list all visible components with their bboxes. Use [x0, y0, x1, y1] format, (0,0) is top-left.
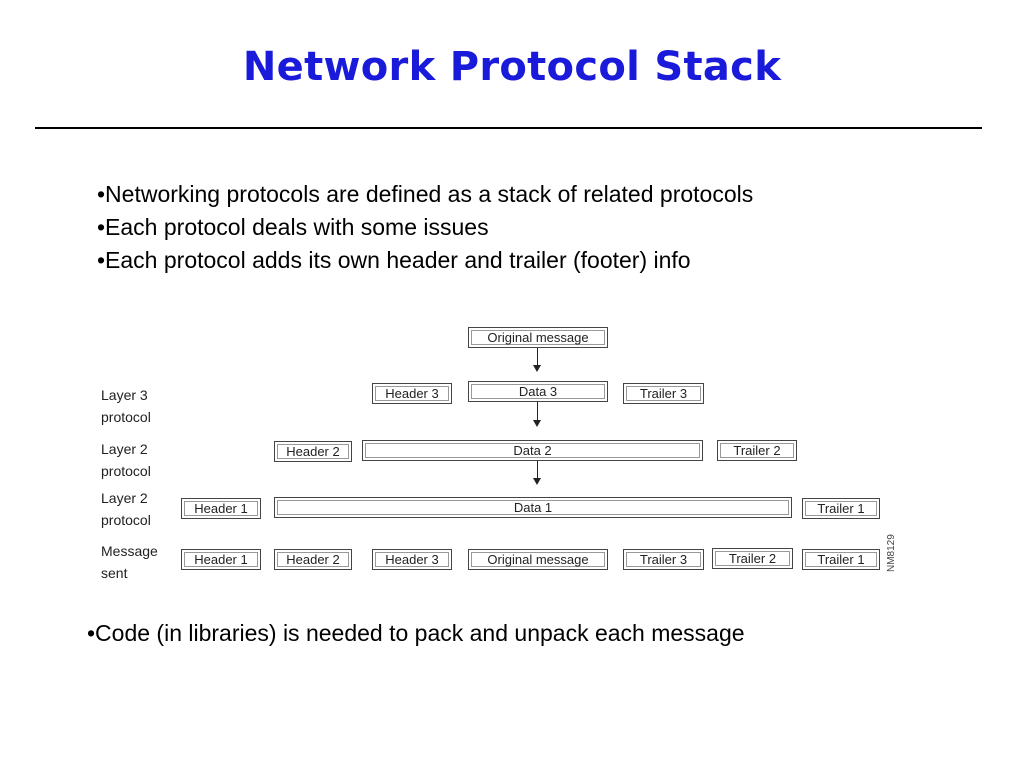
sent-header3-box: Header 3	[372, 549, 452, 570]
layer1-label-line2: protocol	[101, 512, 151, 528]
layer1-header-box: Header 1	[181, 498, 261, 519]
message-sent-label-line1: Message	[101, 543, 158, 559]
sent-header1-box: Header 1	[181, 549, 261, 570]
layer2-data-box: Data 2	[362, 440, 703, 461]
arrow-down-icon	[533, 478, 541, 485]
bullet-list: •Networking protocols are defined as a s…	[97, 178, 753, 277]
bottom-bullet: •Code (in libraries) is needed to pack a…	[87, 620, 745, 646]
original-message-box: Original message	[468, 327, 608, 348]
layer1-label-line1: Layer 2	[101, 490, 148, 506]
arrow-line	[537, 348, 538, 366]
sent-trailer2-box: Trailer 2	[712, 548, 793, 569]
sent-header2-box: Header 2	[274, 549, 352, 570]
layer3-data-box: Data 3	[468, 381, 608, 402]
arrow-down-icon	[533, 365, 541, 372]
sent-trailer3-box: Trailer 3	[623, 549, 704, 570]
layer1-trailer-box: Trailer 1	[802, 498, 880, 519]
sent-original-message-box: Original message	[468, 549, 608, 570]
layer2-label: Layer 2 protocol	[101, 441, 151, 479]
layer3-header-box: Header 3	[372, 383, 452, 404]
title-divider	[35, 127, 982, 129]
message-sent-label-line2: sent	[101, 565, 128, 581]
bullet-item: •Each protocol adds its own header and t…	[97, 247, 691, 273]
layer1-label: Layer 2 protocol	[101, 487, 151, 531]
arrow-down-icon	[533, 420, 541, 427]
arrow-line	[537, 402, 538, 421]
layer3-label: Layer 3 protocol	[101, 387, 151, 425]
bullet-item: •Networking protocols are defined as a s…	[97, 181, 754, 207]
message-sent-label: Message sent	[101, 540, 158, 584]
bullet-item: •Each protocol deals with some issues	[97, 214, 489, 240]
layer2-trailer-box: Trailer 2	[717, 440, 797, 461]
layer3-trailer-box: Trailer 3	[623, 383, 704, 404]
sent-trailer1-box: Trailer 1	[802, 549, 880, 570]
layer2-header-box: Header 2	[274, 441, 352, 462]
arrow-line	[537, 461, 538, 479]
figure-id: NM8129	[886, 534, 897, 572]
layer1-data-box: Data 1	[274, 497, 792, 518]
slide-title: Network Protocol Stack	[242, 44, 782, 90]
